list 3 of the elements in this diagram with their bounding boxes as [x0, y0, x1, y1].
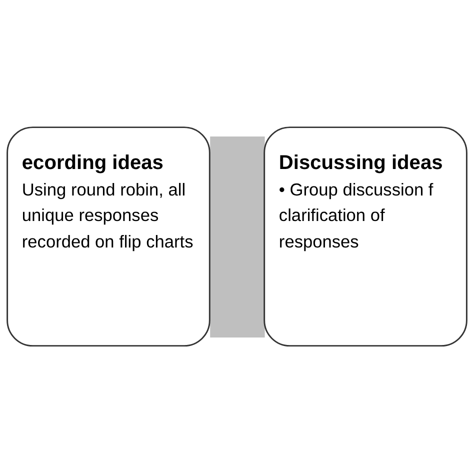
node-box: ecording ideas Using round robin, all unique responses recorded on flip charts [6, 127, 210, 347]
connector [210, 136, 265, 338]
node-box: Discussing ideas • Group discussion f clarification of responses [264, 127, 468, 347]
